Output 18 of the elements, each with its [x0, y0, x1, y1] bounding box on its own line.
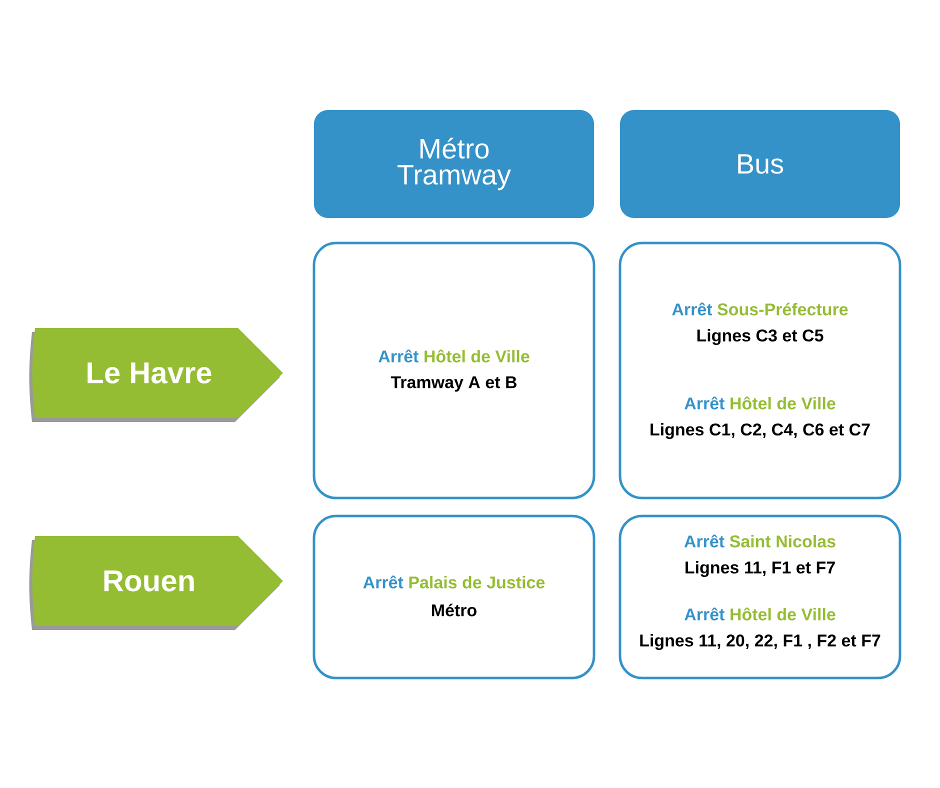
- stop-name: Arrêt Palais de Justice: [363, 576, 545, 588]
- stop-name: Arrêt Sous-Préfecture: [672, 302, 848, 316]
- stop-name: Arrêt Hôtel de Ville: [378, 350, 530, 362]
- line-list: Lignes 11, F1 et F7: [686, 561, 835, 577]
- stop-card: [618, 514, 902, 680]
- stop-card: [618, 242, 902, 500]
- stop-card: [312, 514, 596, 680]
- line-list: Lignes C3 et C5: [697, 329, 824, 345]
- stop-name: Arrêt Hôtel de Ville: [684, 396, 836, 410]
- stop-name: Arrêt Hôtel de Ville: [684, 608, 836, 620]
- column-header: Bus: [620, 110, 900, 218]
- line-list: Lignes C1, C2, C4, C6 et C7: [650, 423, 870, 439]
- stop-card: [312, 242, 596, 500]
- stop-name: Arrêt Saint Nicolas: [684, 534, 836, 548]
- column-header: Métro Tramway: [314, 110, 594, 218]
- line-list: Métro: [432, 604, 476, 616]
- line-list: Tramway A et B: [390, 376, 517, 392]
- line-list: Lignes 11, 20, 22, F1 , F2 et F7: [640, 634, 880, 650]
